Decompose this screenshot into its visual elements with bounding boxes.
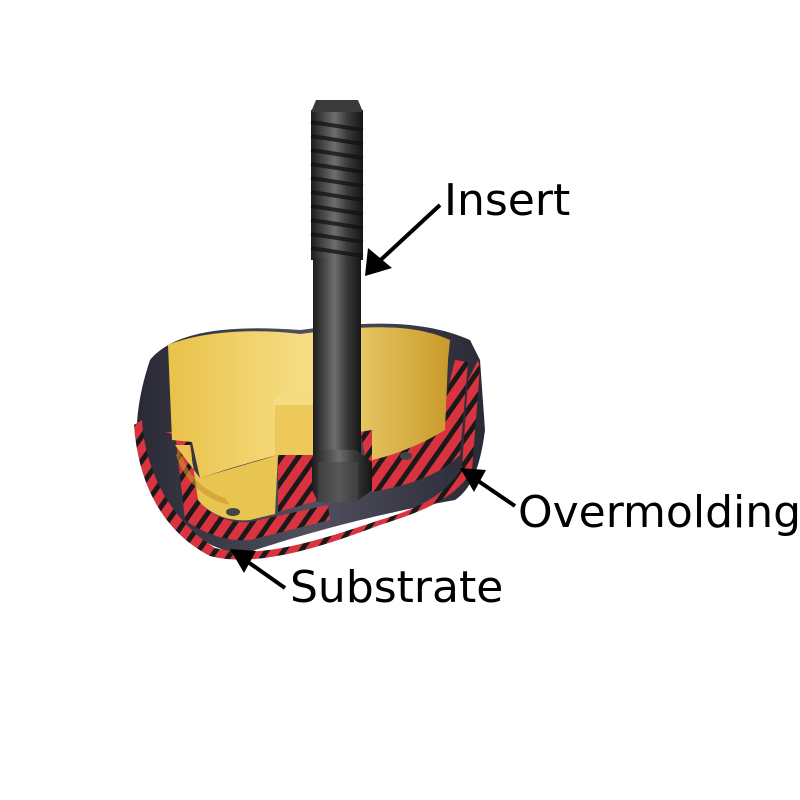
overmolding-label: Overmolding [518, 487, 800, 538]
insert-arrow [365, 203, 442, 276]
insert-label: Insert [444, 175, 570, 226]
insert-screw [310, 100, 372, 502]
substrate-arrow [230, 549, 287, 590]
substrate-label: Substrate [290, 562, 503, 613]
screw-threads [310, 120, 364, 258]
overmolding-arrow [460, 468, 517, 508]
